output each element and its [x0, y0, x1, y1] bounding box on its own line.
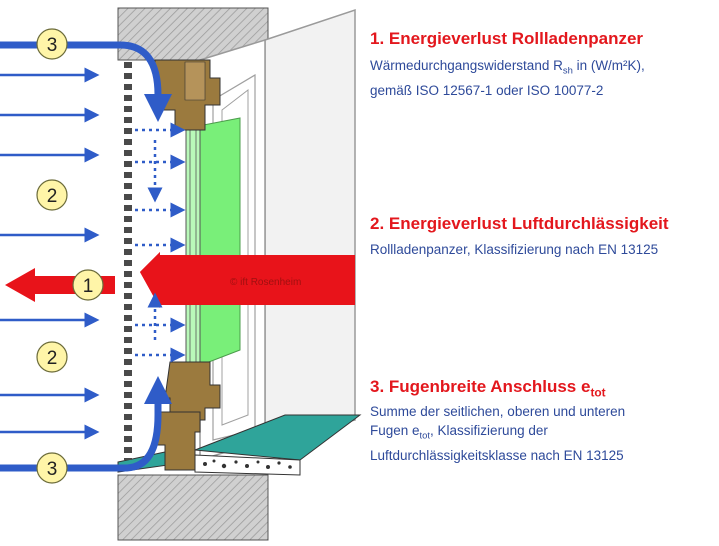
air-leak-arrow-top [0, 41, 172, 122]
label-number: 1 [83, 276, 94, 297]
section-3-description: Summe der seitlichen, oberen und unteren… [370, 404, 626, 463]
label-number: 2 [47, 186, 58, 207]
label-circle-top: 3 [36, 28, 68, 60]
window-sill [194, 414, 362, 476]
air-flow-arrows [0, 67, 100, 440]
heat-loss-arrow-inner [140, 252, 355, 308]
label-number: 3 [47, 35, 58, 56]
label-circle-bottom: 3 [36, 452, 68, 484]
label-circle-upper: 2 [36, 179, 68, 211]
glazing-pane [185, 117, 241, 374]
section-2-description: Rollladenpanzer, Klassifizierung nach EN… [370, 242, 659, 257]
masonry-bottom [117, 474, 269, 541]
air-leak-arrow-bottom [0, 376, 172, 472]
label-number: 2 [47, 348, 58, 369]
section-2-heading: 2. Energieverlust Luftdurchlässigkeit [370, 214, 669, 233]
section-3-heading: 3. Fugenbreite Anschluss etot [370, 377, 606, 400]
section-1-heading: 1. Energieverlust Rollladenpanzer [370, 29, 644, 48]
label-circle-middle: 1 [72, 269, 104, 301]
label-circle-lower: 2 [36, 341, 68, 373]
frame-profile-top [154, 59, 221, 131]
watermark-text: © ift Rosenheim [230, 277, 301, 288]
air-infiltration-dotted-arrows [135, 122, 186, 363]
section-1-description: Wärmedurchgangswiderstand Rsh in (W/m²K)… [370, 58, 645, 98]
label-number: 3 [47, 459, 58, 480]
